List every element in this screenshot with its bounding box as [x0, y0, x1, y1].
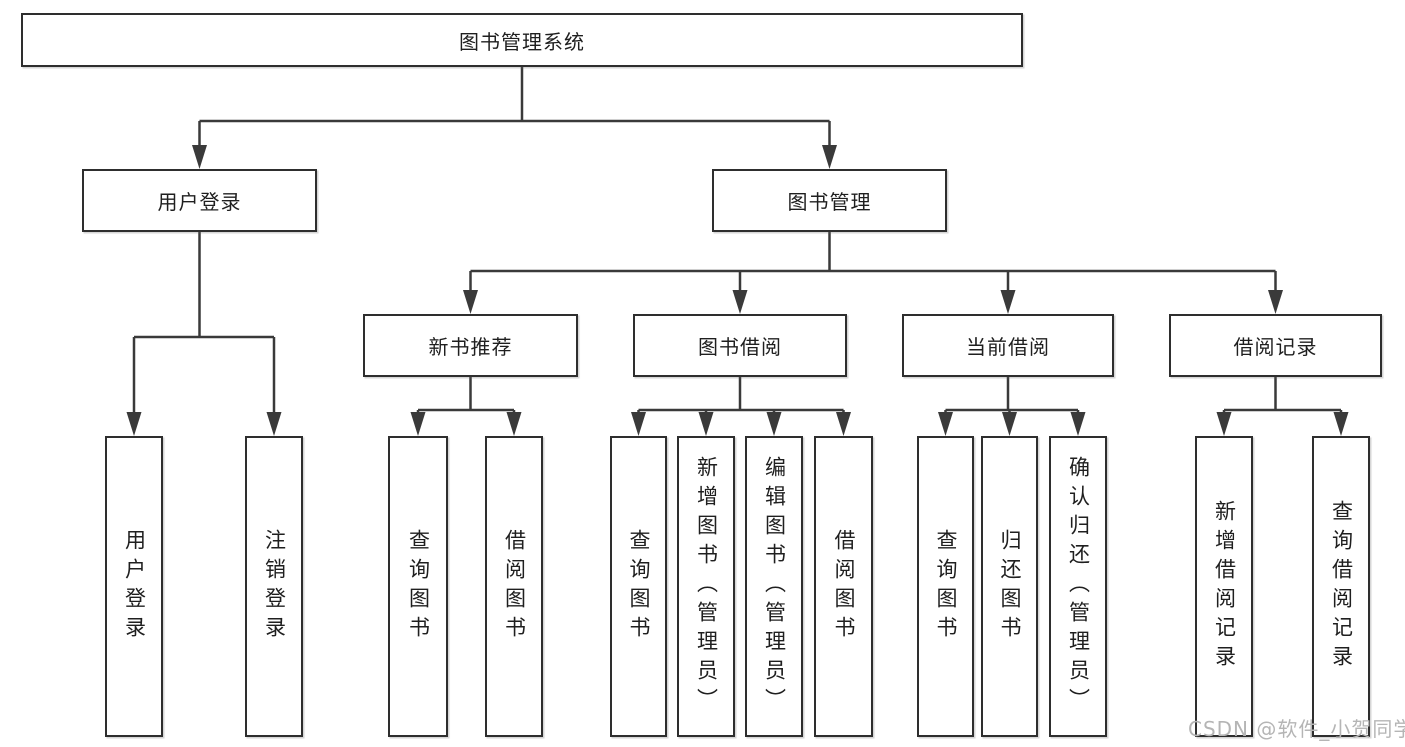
leaf-logout: 注销登录 — [245, 436, 303, 737]
leaf-query-books-borrowing-label: 查询图书 — [627, 528, 651, 645]
connector-book-mgmt-to-level3 — [463, 232, 1283, 314]
connector-user-login-branch — [126, 232, 282, 436]
node-book-borrowing: 图书借阅 — [633, 314, 847, 377]
node-book-management-branch: 图书管理 — [712, 169, 947, 232]
leaf-add-borrow-record: 新增借阅记录 — [1195, 436, 1253, 737]
leaf-add-borrow-record-label: 新增借阅记录 — [1212, 499, 1237, 674]
connector-root-to-level2 — [192, 67, 837, 169]
leaf-confirm-return-admin-label: 确认归还（管理员） — [1066, 456, 1091, 717]
leaf-edit-books-admin: 编辑图书（管理员） — [745, 436, 803, 737]
leaf-confirm-return-admin: 确认归还（管理员） — [1049, 436, 1107, 737]
leaf-user-login: 用户登录 — [105, 436, 163, 737]
connector-current-borrowing — [938, 377, 1086, 436]
connector-new-book-recommendation — [410, 377, 522, 436]
leaf-borrow-books-recommendation-label: 借阅图书 — [502, 528, 527, 645]
leaf-edit-books-admin-label: 编辑图书（管理员） — [762, 456, 787, 717]
leaf-query-books-borrowing: 查询图书 — [610, 436, 667, 737]
leaf-borrow-books: 借阅图书 — [814, 436, 873, 737]
leaf-logout-label: 注销登录 — [262, 528, 287, 645]
node-library-management-system: 图书管理系统 — [21, 13, 1023, 67]
connector-borrowing-records — [1216, 377, 1349, 436]
leaf-query-books-current-label: 查询图书 — [934, 528, 958, 645]
leaf-query-books-recommendation: 查询图书 — [388, 436, 448, 737]
node-user-login-branch: 用户登录 — [82, 169, 317, 232]
node-new-book-recommendation: 新书推荐 — [363, 314, 578, 377]
leaf-add-books-admin-label: 新增图书（管理员） — [694, 456, 719, 717]
leaf-add-books-admin: 新增图书（管理员） — [677, 436, 735, 737]
connector-book-borrowing — [631, 377, 851, 436]
leaf-query-books-recommendation-label: 查询图书 — [406, 528, 431, 645]
leaf-query-books-current: 查询图书 — [917, 436, 974, 737]
node-current-borrowing: 当前借阅 — [902, 314, 1114, 377]
node-borrowing-records: 借阅记录 — [1169, 314, 1382, 377]
leaf-query-borrow-record-label: 查询借阅记录 — [1329, 499, 1354, 674]
leaf-borrow-books-label: 借阅图书 — [832, 528, 856, 645]
csdn-watermark: CSDN @软件_小贺同学 — [1188, 717, 1405, 741]
leaf-return-books: 归还图书 — [981, 436, 1038, 737]
leaf-borrow-books-recommendation: 借阅图书 — [485, 436, 543, 737]
leaf-return-books-label: 归还图书 — [998, 528, 1022, 645]
leaf-user-login-label: 用户登录 — [122, 528, 147, 645]
leaf-query-borrow-record: 查询借阅记录 — [1312, 436, 1370, 737]
